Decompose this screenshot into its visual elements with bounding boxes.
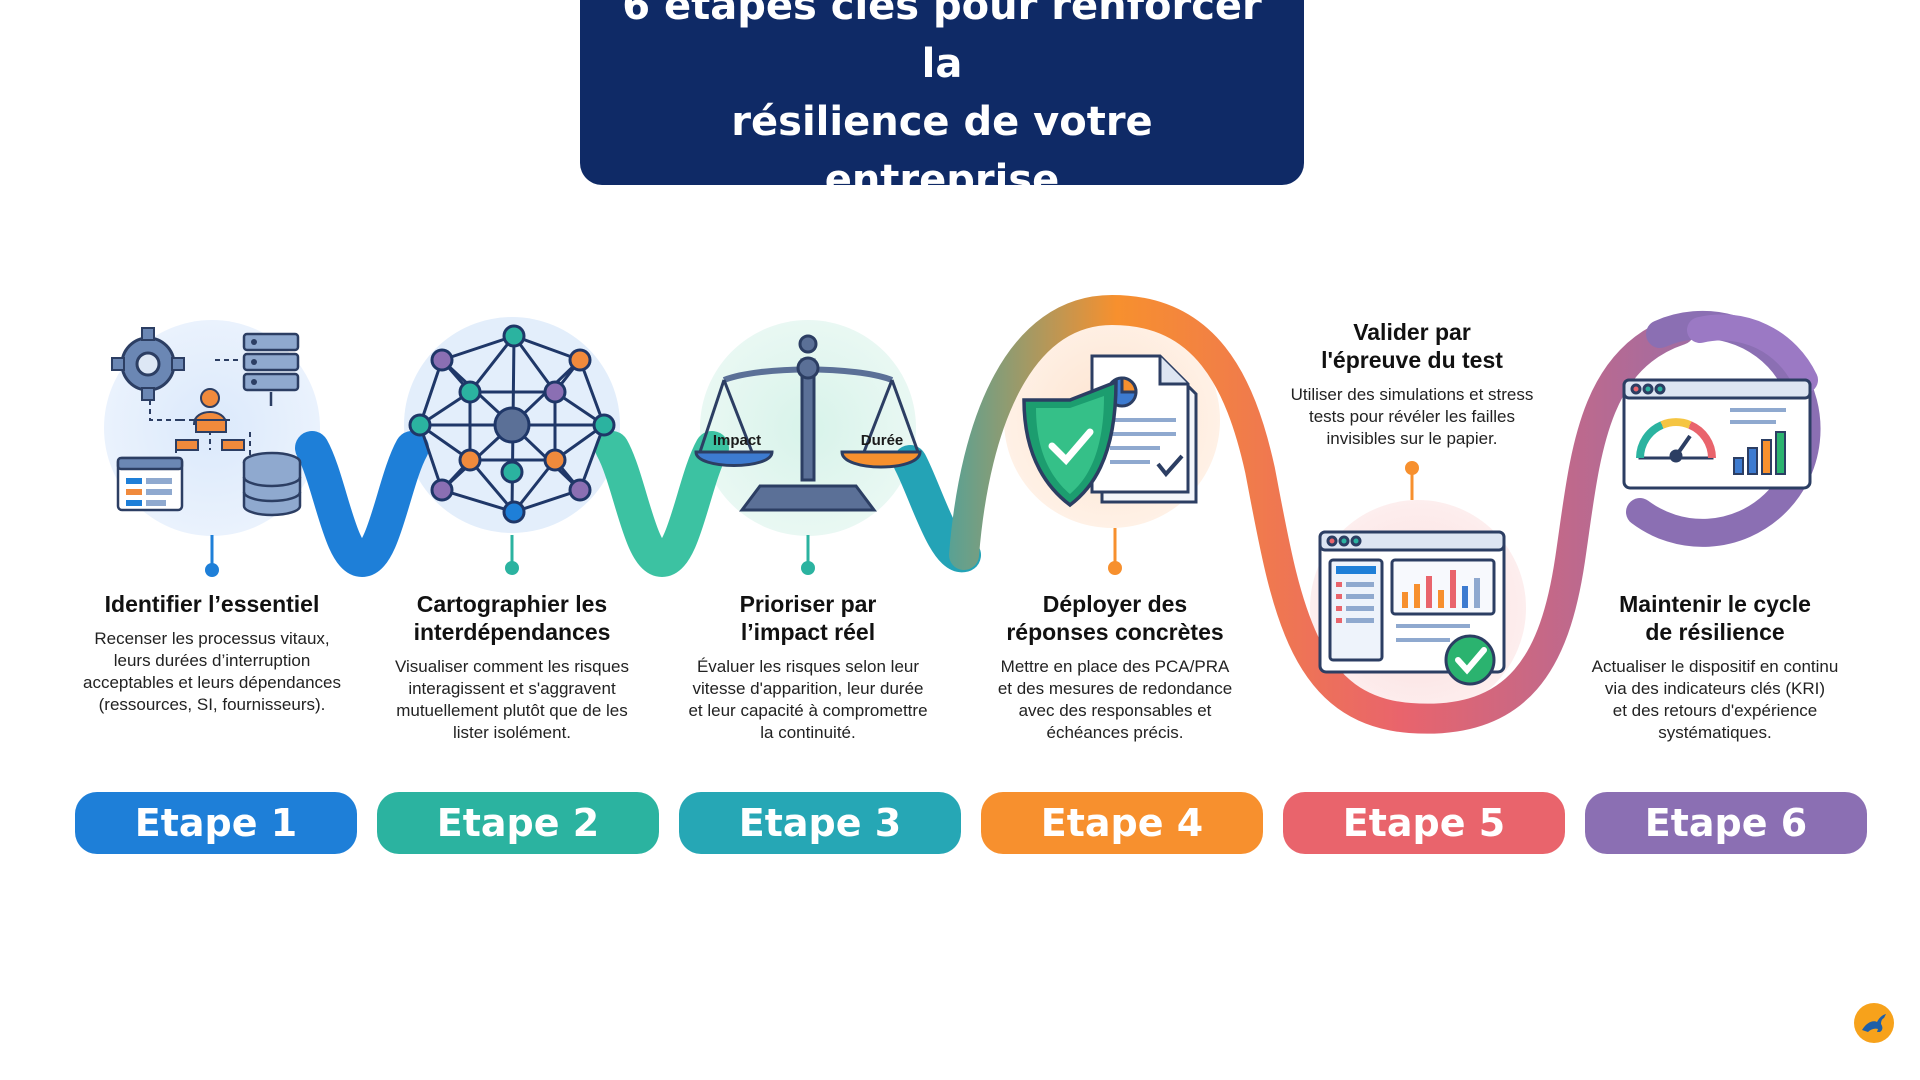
pin-step1 xyxy=(205,535,219,577)
network-icon xyxy=(408,324,616,524)
step2-desc-line: mutuellement plutôt que de les xyxy=(396,701,628,720)
step5-desc-line: invisibles sur le papier. xyxy=(1326,429,1498,448)
step5-title: Valider par l'épreuve du test xyxy=(1262,318,1562,374)
step3-desc-line: vitesse d'apparition, leur durée xyxy=(692,679,924,698)
step6-description: Actualiser le dispositif en continu via … xyxy=(1560,656,1870,744)
scale-label-duree: Durée xyxy=(860,432,904,449)
step6-title: Maintenir le cycle de résilience xyxy=(1560,590,1870,646)
step4-title: Déployer des réponses concrètes xyxy=(962,590,1268,646)
step6-desc-line: systématiques. xyxy=(1658,723,1772,742)
step5-description: Utiliser des simulations et stress tests… xyxy=(1262,384,1562,450)
step4-description: Mettre en place des PCA/PRA et des mesur… xyxy=(962,656,1268,744)
shield-check-icon xyxy=(1022,379,1118,508)
window-icon xyxy=(116,456,184,512)
node-block xyxy=(195,419,227,433)
wave-ribbon xyxy=(949,294,1695,734)
step5-desc-line: Utiliser des simulations et stress xyxy=(1290,385,1534,404)
step-pill-3: Etape 3 xyxy=(679,792,961,854)
scale-icon xyxy=(694,334,922,512)
step4-title-line: réponses concrètes xyxy=(1006,619,1224,645)
step6-title-line: Maintenir le cycle xyxy=(1619,591,1811,617)
step6-text: Maintenir le cycle de résilience Actuali… xyxy=(1560,590,1870,744)
step6-desc-line: Actualiser le dispositif en continu xyxy=(1591,657,1839,676)
pin-step2 xyxy=(505,535,519,575)
step1-desc-line: acceptables et leurs dépendances xyxy=(82,673,341,692)
step-pill-5: Etape 5 xyxy=(1283,792,1565,854)
step1-description: Recenser les processus vitaux, leurs dur… xyxy=(62,628,362,716)
server-icon xyxy=(242,332,300,406)
gear-icon xyxy=(111,327,185,401)
title-line-2: résilience de votre entreprise xyxy=(731,98,1153,203)
step-pill-1: Etape 1 xyxy=(75,792,357,854)
step-pill-4: Etape 4 xyxy=(981,792,1263,854)
step1-title-line: Identifier l’essentiel xyxy=(104,591,320,617)
step6-desc-line: et des retours d'expérience xyxy=(1612,701,1818,720)
step2-desc-line: interagissent et s'aggravent xyxy=(408,679,616,698)
step4-text: Déployer des réponses concrètes Mettre e… xyxy=(962,590,1268,744)
step3-title: Prioriser par l’impact réel xyxy=(658,590,958,646)
step3-desc-line: et leur capacité à compromettre xyxy=(688,701,928,720)
step1-title: Identifier l’essentiel xyxy=(62,590,362,618)
step2-title-line: Cartographier les xyxy=(416,591,608,617)
step6-ring-inner xyxy=(1687,314,1818,393)
pin-step4 xyxy=(1108,528,1122,575)
scale-label-impact: Impact xyxy=(712,432,762,449)
step5-title-line: l'épreuve du test xyxy=(1321,347,1503,373)
bar-chart-icon xyxy=(1730,408,1786,475)
step3-title-line: l’impact réel xyxy=(740,619,876,645)
step3-text: Prioriser par l’impact réel Évaluer les … xyxy=(658,590,958,744)
step4-title-line: Déployer des xyxy=(1042,591,1188,617)
step2-desc-line: Visualiser comment les risques xyxy=(395,657,629,676)
step3-title-line: Prioriser par xyxy=(739,591,877,617)
step4-desc-line: et des mesures de redondance xyxy=(997,679,1233,698)
page-title: 6 étapes clés pour renforcer la résilien… xyxy=(610,0,1274,209)
step6-desc-line: via des indicateurs clés (KRI) xyxy=(1604,679,1826,698)
step4-desc-line: Mettre en place des PCA/PRA xyxy=(1000,657,1230,676)
connector-1-2 xyxy=(295,431,429,578)
dashboard-window-icon xyxy=(1318,530,1506,674)
step4-desc-line: avec des responsables et xyxy=(1018,701,1212,720)
database-icon xyxy=(242,451,302,517)
step4-desc-line: échéances précis. xyxy=(1046,723,1184,742)
step5-title-line: Valider par xyxy=(1353,319,1471,345)
step2-title-line: interdépendances xyxy=(413,619,611,645)
connector-2-3 xyxy=(595,431,729,578)
title-banner: 6 étapes clés pour renforcer la résilien… xyxy=(580,0,1304,203)
pin-step5 xyxy=(1405,461,1419,500)
step3-description: Évaluer les risques selon leur vitesse d… xyxy=(658,656,958,744)
title-line-1: 6 étapes clés pour renforcer la xyxy=(622,0,1262,87)
step-pill-2: Etape 2 xyxy=(377,792,659,854)
step1-desc-line: (ressources, SI, fournisseurs). xyxy=(98,695,326,714)
step-pill-6: Etape 6 xyxy=(1585,792,1867,854)
step3-desc-line: Évaluer les risques selon leur xyxy=(696,657,920,676)
step3-desc-line: la continuité. xyxy=(760,723,856,742)
step1-desc-line: leurs durées d’interruption xyxy=(113,651,311,670)
step5-desc-line: tests pour révéler les failles xyxy=(1309,407,1515,426)
step2-title: Cartographier les interdépendances xyxy=(362,590,662,646)
step2-desc-line: lister isolément. xyxy=(452,723,572,742)
node-block xyxy=(175,439,199,451)
step2-description: Visualiser comment les risques interagis… xyxy=(362,656,662,744)
kangaroo-icon xyxy=(1854,1003,1894,1043)
step5-text: Valider par l'épreuve du test Utiliser d… xyxy=(1262,318,1562,450)
step2-text: Cartographier les interdépendances Visua… xyxy=(362,590,662,744)
node-block xyxy=(221,439,245,451)
pin-step3 xyxy=(801,535,815,575)
step1-desc-line: Recenser les processus vitaux, xyxy=(94,629,330,648)
step6-title-line: de résilience xyxy=(1645,619,1785,645)
check-circle-icon xyxy=(1444,634,1496,686)
step1-text: Identifier l’essentiel Recenser les proc… xyxy=(62,590,362,716)
